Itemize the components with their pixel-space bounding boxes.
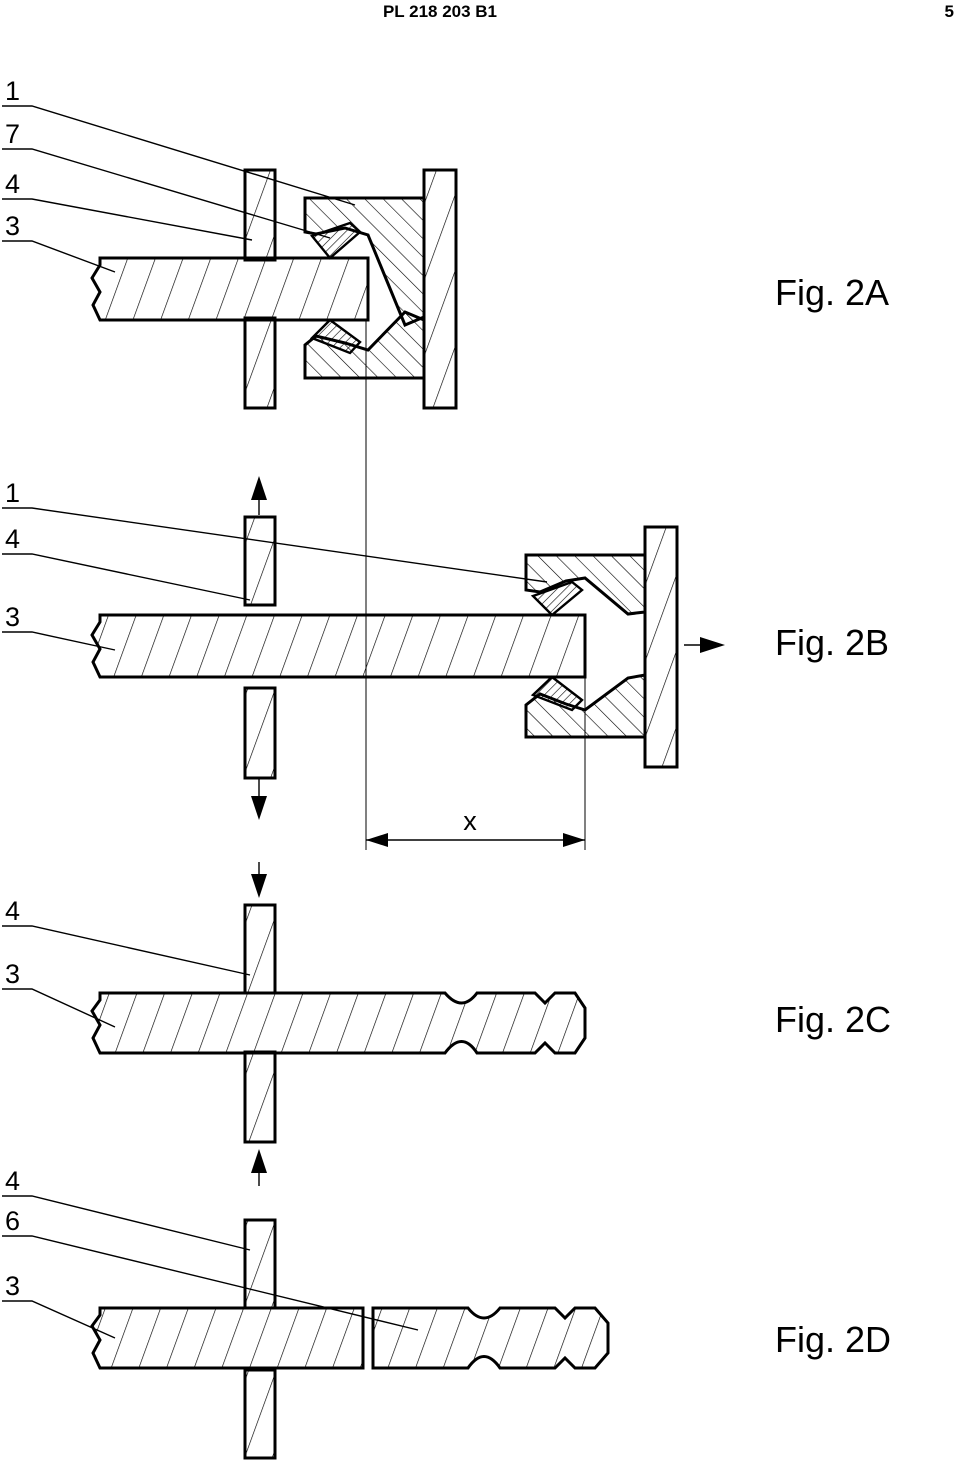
figure-2a: 1 7 4 3 Fig. 2A (2, 76, 889, 410)
plate-upper (243, 168, 277, 262)
dimension-label: x (463, 806, 477, 836)
plate-lower (243, 686, 277, 780)
back-plate (643, 525, 679, 769)
ref-label-1: 1 (5, 478, 20, 508)
leader-lines (2, 925, 251, 1028)
figure-2d: 4 6 3 Fig. 2D (2, 1166, 891, 1460)
ref-label-3: 3 (5, 959, 20, 989)
figure-2c: 4 3 Fig. 2C (2, 862, 891, 1186)
page-number: 5 (945, 2, 954, 21)
patent-number: PL 218 203 B1 (383, 2, 497, 21)
ref-label-3: 3 (5, 211, 20, 241)
ref-label-1: 1 (5, 76, 20, 106)
page-header: PL 218 203 B1 5 (383, 2, 954, 21)
leader-lines (2, 1195, 419, 1339)
figure-caption: Fig. 2C (775, 999, 891, 1040)
dimension-line (366, 833, 585, 847)
ref-label-4: 4 (5, 169, 20, 199)
figure-caption: Fig. 2D (775, 1319, 891, 1360)
ref-label-4: 4 (5, 1166, 20, 1196)
gripper-lower (303, 310, 426, 380)
jaw-upper (530, 580, 584, 617)
ref-label-4: 4 (5, 896, 20, 926)
jaw-upper (309, 221, 362, 260)
movement-arrow-down (251, 778, 267, 820)
ref-label-3: 3 (5, 602, 20, 632)
bar-notched (90, 991, 587, 1055)
back-plate (422, 168, 458, 410)
bar-separated-piece (371, 1306, 610, 1370)
leader-lines (2, 507, 548, 651)
movement-arrow-up (251, 1149, 267, 1186)
figure-caption: Fig. 2B (775, 622, 889, 663)
jaw-lower (309, 318, 362, 355)
plate-lower (243, 1368, 277, 1460)
bar (90, 256, 370, 322)
ref-label-7: 7 (5, 119, 20, 149)
plate-lower (243, 1050, 277, 1144)
movement-arrow-down (251, 862, 267, 898)
plate-upper (243, 903, 277, 995)
plate-upper (243, 1218, 277, 1310)
figure-caption: Fig. 2A (775, 272, 889, 313)
plate-lower (243, 316, 277, 410)
ref-label-4: 4 (5, 524, 20, 554)
movement-arrow-up (251, 476, 267, 515)
jaw-lower (530, 675, 584, 712)
figure-2b: 1 4 3 (2, 476, 889, 850)
ref-label-3: 3 (5, 1271, 20, 1301)
bar-remaining (90, 1306, 365, 1370)
movement-arrow-right (684, 637, 725, 653)
ref-label-6: 6 (5, 1206, 20, 1236)
leader-lines (2, 105, 356, 273)
plate-upper (243, 515, 277, 607)
bar (90, 613, 587, 679)
